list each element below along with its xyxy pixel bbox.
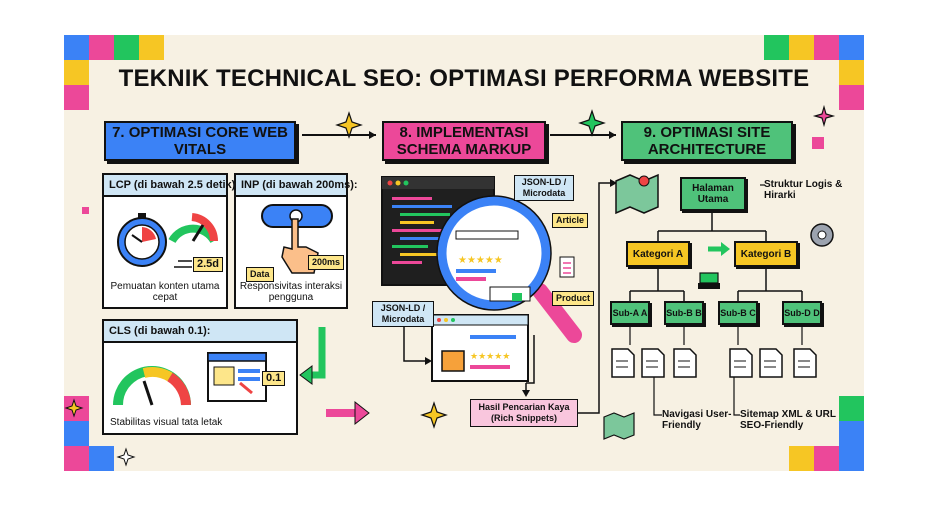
- svg-text:★★★★★: ★★★★★: [470, 352, 510, 362]
- inp-caption: Responsivitas interaksi pengguna: [239, 281, 343, 303]
- inp-header: INP (di bawah 200ms):: [236, 175, 358, 197]
- lcp-panel: LCP (di bawah 2.5 detik): 2.5d Pemuatan …: [102, 173, 239, 309]
- decoration-layer: [64, 35, 864, 471]
- cls-value-badge: 0.1: [262, 371, 286, 386]
- navigation-note: Navigasi User-Friendly: [662, 409, 732, 431]
- section-header-cwv: 7. OPTIMASI CORE WEB VITALS: [104, 121, 296, 161]
- site-node-sub-2: Sub-B B: [664, 301, 704, 325]
- site-node-category-b: Kategori B: [734, 241, 798, 267]
- product-tag: Product: [552, 291, 595, 306]
- lcp-value-badge: 2.5d: [193, 257, 224, 272]
- site-node-category-a: Kategori A: [626, 241, 690, 267]
- inp-data-tag: Data: [246, 267, 274, 282]
- site-tree-lines: [603, 173, 834, 440]
- lcp-caption: Pemuatan konten utama cepat: [110, 281, 220, 303]
- page-title: TEKNIK TECHNICAL SEO: OPTIMASI PERFORMA …: [118, 65, 810, 92]
- cls-panel: CLS (di bawah 0.1): 0.1 Stabilitas visua…: [102, 319, 298, 435]
- inp-value-badge: 200ms: [308, 255, 345, 270]
- inp-panel: INP (di bawah 200ms): Data 200ms Respons…: [234, 173, 358, 309]
- structure-note: Struktur Logis & Hirarki: [764, 179, 843, 201]
- infographic-canvas: TEKNIK TECHNICAL SEO: OPTIMASI PERFORMA …: [64, 35, 864, 471]
- layout-gauge-icon: [113, 352, 267, 406]
- section-header-site: 9. OPTIMASI SITE ARCHITECTURE: [621, 121, 793, 161]
- schema-illustration: ★★★★★ ★★★★★: [381, 176, 582, 382]
- rich-snippets-box: Hasil Pencarian Kaya (Rich Snippets): [470, 399, 578, 427]
- article-tag: Article: [552, 213, 589, 228]
- cls-header: CLS (di bawah 0.1):: [104, 321, 296, 343]
- site-node-home: Halaman Utama: [680, 177, 746, 211]
- cls-caption: Stabilitas visual tata letak: [110, 417, 223, 428]
- svg-text:★★★★★: ★★★★★: [458, 255, 503, 266]
- lcp-header: LCP (di bawah 2.5 detik):: [104, 175, 239, 197]
- sitemap-note: Sitemap XML & URL SEO-Friendly: [740, 409, 836, 431]
- site-node-sub-4: Sub-D D: [782, 301, 822, 325]
- section-header-schema: 8. IMPLEMENTASI SCHEMA MARKUP: [382, 121, 546, 161]
- jsonld-left-tag: JSON-LD / Microdata: [372, 301, 434, 327]
- site-node-sub-3: Sub-B C: [718, 301, 758, 325]
- jsonld-top-tag: JSON-LD / Microdata: [514, 175, 574, 201]
- stopwatch-icon: [117, 213, 219, 268]
- site-node-sub-1: Sub-A A: [610, 301, 650, 325]
